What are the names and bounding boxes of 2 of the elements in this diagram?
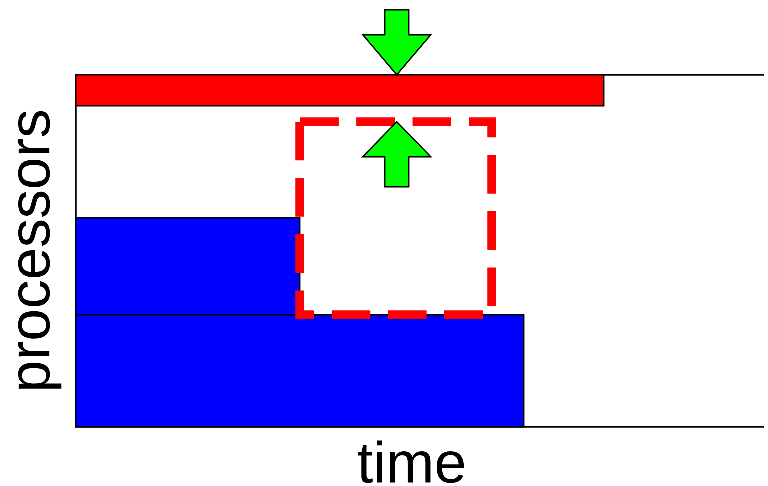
axis-label: time bbox=[358, 440, 464, 484]
axis-label: processors bbox=[18, 111, 62, 390]
